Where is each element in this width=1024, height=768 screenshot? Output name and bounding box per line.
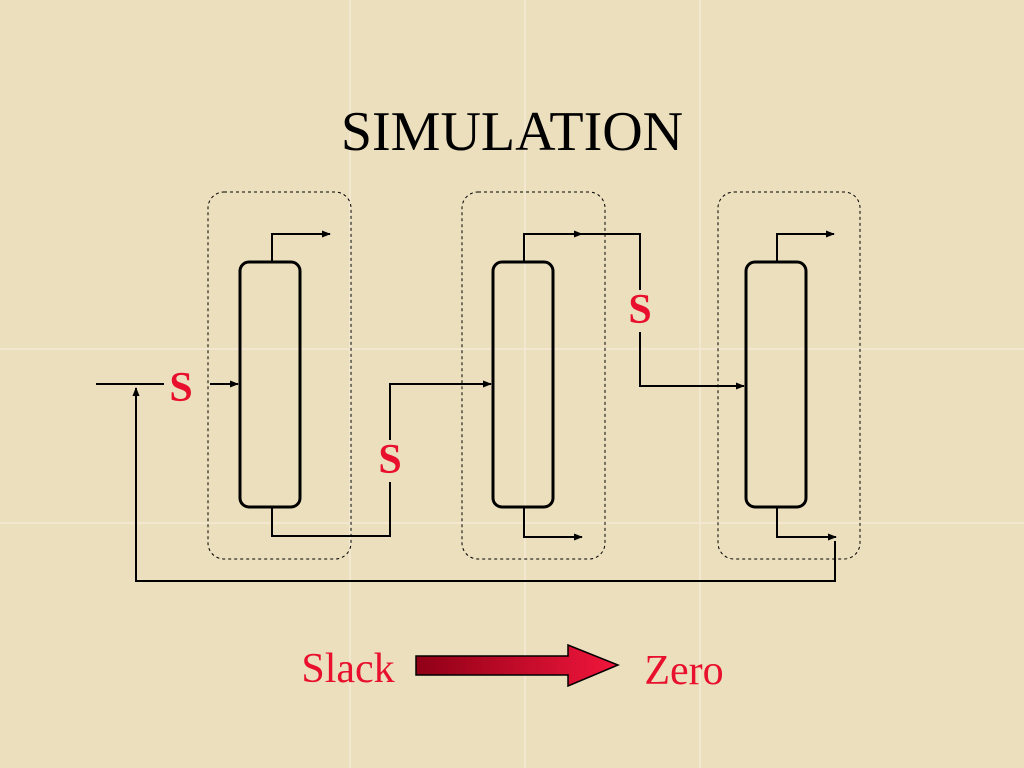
column-1-bottoms-to-column-2 bbox=[271, 482, 391, 537]
slack-to-zero-arrow bbox=[415, 643, 620, 688]
distillation-column-1 bbox=[238, 260, 302, 509]
stream-label-s3: S bbox=[628, 287, 651, 333]
stream-label-s2: S bbox=[378, 437, 401, 483]
column-2-top-to-column-3 bbox=[523, 230, 583, 262]
column-3-top-product bbox=[776, 230, 835, 262]
slide-title: SIMULATION bbox=[340, 101, 684, 163]
distillation-column-3 bbox=[744, 260, 808, 509]
column-3-feed-stream bbox=[639, 332, 745, 390]
column-2-overhead-line bbox=[582, 233, 641, 290]
column-3-bottom-product bbox=[776, 507, 837, 541]
unit-boundary-1 bbox=[207, 191, 352, 560]
column-2-feed-stream bbox=[389, 380, 492, 440]
column-1-top-product bbox=[271, 230, 331, 262]
legend-slack-label: Slack bbox=[301, 646, 394, 692]
unit-boundary-2 bbox=[461, 191, 606, 560]
distillation-column-2 bbox=[491, 260, 555, 509]
unit-boundary-3 bbox=[717, 191, 861, 560]
legend-zero-label: Zero bbox=[644, 648, 723, 694]
column-2-bottom-product bbox=[523, 507, 583, 541]
stream-label-s1: S bbox=[169, 365, 192, 411]
recycle-stream bbox=[132, 387, 836, 582]
